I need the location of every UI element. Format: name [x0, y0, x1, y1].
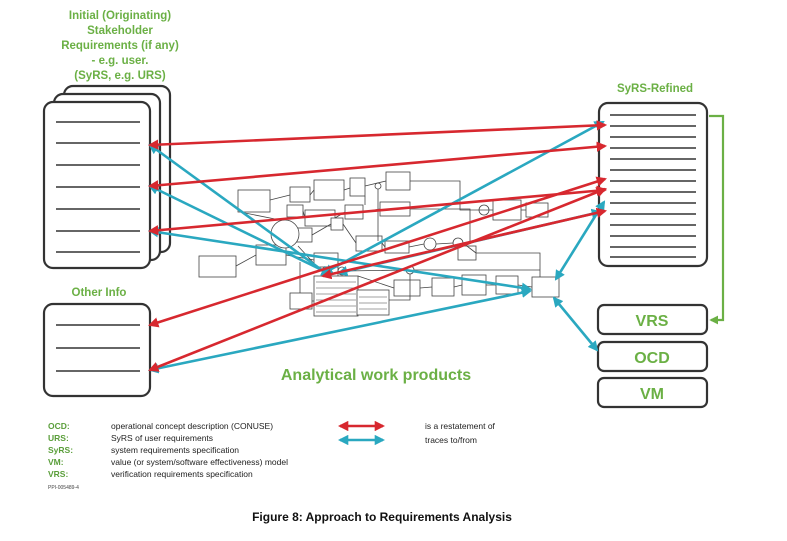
svg-text:Initial (Originating): Initial (Originating) — [69, 10, 171, 22]
legend-desc-syrs: system requirements specification — [111, 445, 239, 455]
analytical-work-products-label: Analytical work products — [281, 367, 471, 384]
vrs-box: VRS — [596, 303, 709, 336]
vm-box: VM — [596, 376, 709, 409]
legend-key-ocd: OCD: — [48, 421, 70, 431]
legend-desc-vm: value (or system/software effectiveness)… — [111, 457, 288, 467]
legend-desc-ocd: operational concept description (CONUSE) — [111, 421, 273, 431]
legend-desc-urs: SyRS of user requirements — [111, 433, 213, 443]
restatement-arrows — [147, 120, 608, 372]
vm-label: VM — [640, 386, 664, 403]
other-info-document — [42, 302, 152, 398]
vrs-feedback-connector — [709, 114, 725, 325]
svg-text:Requirements (if any): Requirements (if any) — [61, 40, 179, 52]
vrs-label: VRS — [636, 313, 669, 330]
legend-key-urs: URS: — [48, 433, 69, 443]
initial-requirements-stack — [42, 84, 172, 270]
svg-text:Stakeholder: Stakeholder — [87, 25, 153, 37]
legend-key-vrs: VRS: — [48, 469, 68, 479]
legend: OCD: operational concept description (CO… — [48, 420, 496, 491]
figure-caption: Figure 8: Approach to Requirements Analy… — [252, 510, 512, 524]
legend-key-syrs: SyRS: — [48, 445, 73, 455]
syrs-refined-document — [597, 101, 709, 268]
other-info-title: Other Info — [72, 287, 127, 299]
svg-text:(SyRS, e.g. URS): (SyRS, e.g. URS) — [74, 70, 166, 82]
ocd-label: OCD — [634, 350, 670, 367]
legend-desc-vrs: verification requirements specification — [111, 469, 253, 479]
legend-key-vm: VM: — [48, 457, 64, 467]
figure-ref-code: PPI-005489-4 — [48, 485, 79, 491]
ocd-box: OCD — [596, 340, 709, 373]
svg-text:- e.g. user.: - e.g. user. — [92, 55, 149, 67]
legend-cyan-meaning: traces to/from — [425, 435, 477, 445]
initial-requirements-title: Initial (Originating) Stakeholder Requir… — [61, 10, 179, 82]
legend-red-meaning: is a restatement of — [425, 421, 496, 431]
syrs-refined-title: SyRS-Refined — [617, 83, 693, 95]
